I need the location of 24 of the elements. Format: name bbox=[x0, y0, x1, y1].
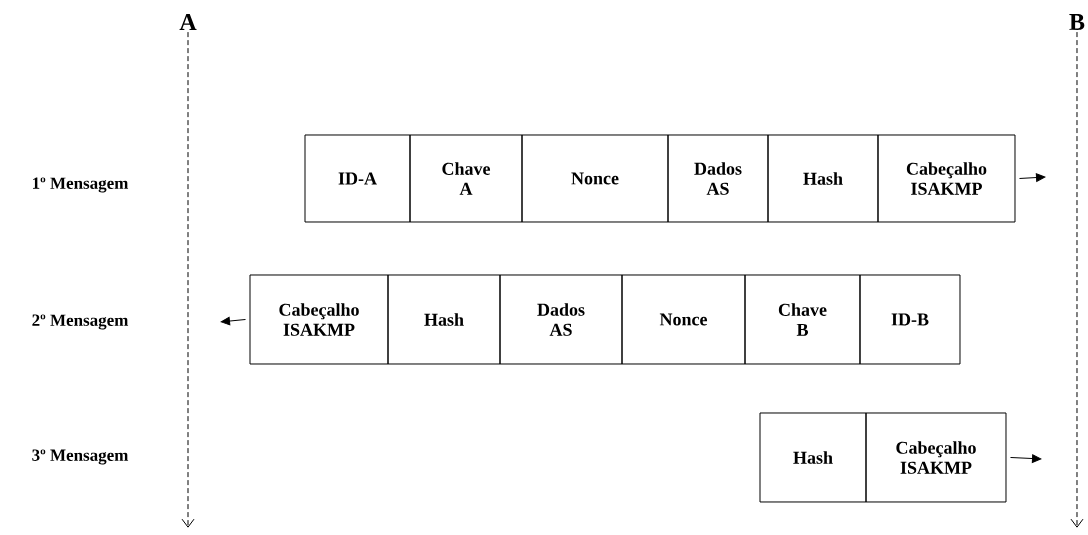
message-label: 2º Mensagem bbox=[32, 314, 129, 330]
field-cell: Cabeçalho ISAKMP bbox=[249, 274, 389, 365]
field-cell: ID-B bbox=[859, 274, 961, 365]
field-cell: Hash bbox=[759, 412, 867, 503]
message-arrow bbox=[1035, 173, 1046, 182]
field-cell: ID-A bbox=[304, 134, 411, 223]
field-cell: Nonce bbox=[621, 274, 746, 365]
message-label: 3º Mensagem bbox=[32, 449, 129, 465]
lifeline-arrow bbox=[1070, 31, 1084, 528]
field-cell: Dados AS bbox=[667, 134, 769, 223]
lifeline-arrow bbox=[181, 31, 195, 528]
field-cell: Chave A bbox=[409, 134, 523, 223]
message-label: 1º Mensagem bbox=[33, 177, 129, 193]
field-cell: Hash bbox=[387, 274, 501, 365]
field-cell: Cabeçalho ISAKMP bbox=[865, 412, 1007, 503]
field-cell: Nonce bbox=[521, 134, 669, 223]
message-arrow bbox=[1031, 454, 1042, 463]
field-cell: Hash bbox=[767, 134, 879, 223]
field-cell: Dados AS bbox=[499, 274, 623, 365]
message-arrow bbox=[220, 316, 231, 326]
field-cell: Chave B bbox=[744, 274, 861, 365]
participant-label: A bbox=[179, 14, 197, 30]
participant-label: B bbox=[1069, 14, 1085, 30]
field-cell: Cabeçalho ISAKMP bbox=[877, 134, 1016, 223]
